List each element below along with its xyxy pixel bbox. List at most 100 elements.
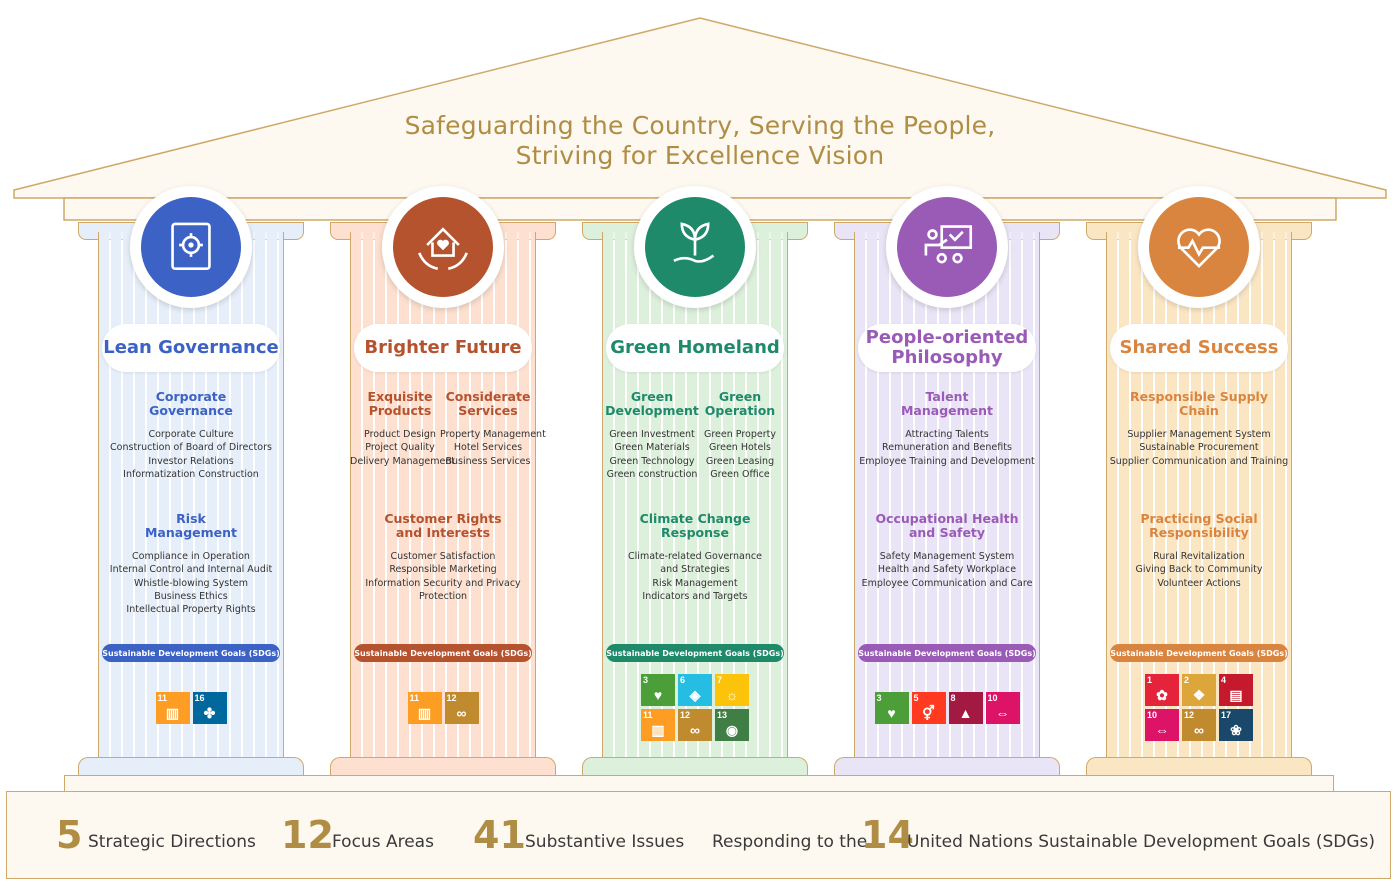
sdg-6-icon: ◈: [689, 687, 701, 703]
sdg-label: United Nations Sustainable Development G…: [907, 832, 1376, 852]
issue-item: Project Quality: [365, 442, 435, 454]
sdg-11-icon: ▥: [651, 722, 665, 738]
sdg-tile-4: 4▤: [1219, 674, 1253, 706]
pillar-title: Shared Success: [1110, 324, 1288, 372]
sdg-number: 11: [409, 693, 420, 703]
sdg-number: 8: [950, 693, 956, 703]
pillar-title-text: Lean Governance: [103, 337, 279, 358]
pillar-green-homeland: [602, 232, 788, 760]
sdg-tile-16: 16✤: [192, 692, 227, 724]
sdg-tile-8: 8▲: [948, 692, 983, 724]
pillar-icon-disc: [1149, 197, 1249, 297]
sdg-tile-2: 2❖: [1182, 674, 1216, 706]
sdg-tile-3: 3♥: [641, 674, 675, 706]
focus-area-heading: Corporate Governance: [149, 389, 233, 418]
sdg-number: 1: [1147, 675, 1153, 685]
governance-scroll-gear-icon: [162, 216, 220, 279]
sdg-17-icon: ❀: [1230, 722, 1242, 738]
pillar-title-text: Brighter Future: [364, 337, 522, 358]
focus-area-heading: Customer Rights and Interests: [384, 511, 502, 540]
issue-item: Green Technology: [609, 455, 695, 467]
issue-item: Employee Communication and Care: [861, 577, 1033, 589]
sdg-number: 12: [1184, 710, 1195, 720]
pillar-shaft: [1106, 232, 1292, 760]
pillar-people-oriented-philosophy: [854, 232, 1040, 760]
responding-label: Responding to the: [712, 832, 868, 852]
focus-area-heading: Talent Management: [900, 389, 993, 418]
pillar-icon-disc: [141, 197, 241, 297]
substantive-issues-count: 41: [473, 813, 526, 857]
pillar-icon-disc: [897, 197, 997, 297]
pillar-shaft: [854, 232, 1040, 760]
pillar-icon-circle: [886, 186, 1008, 308]
issue-item: Indicators and Targets: [642, 590, 748, 602]
issue-item: Sustainable Procurement: [1139, 442, 1259, 454]
sdg-label-badge: Sustainable Development Goals (SDGs): [858, 644, 1036, 662]
focus-area-heading: Green Development: [605, 389, 699, 418]
focus-area-heading: Occupational Health and Safety: [875, 511, 1019, 540]
focus-area-heading: Practicing Social Responsibility: [1140, 511, 1258, 540]
pillar-shaft: [602, 232, 788, 760]
issue-item: Green Materials: [614, 442, 690, 454]
sdg-tile-1: 1✿: [1145, 674, 1179, 706]
sdg-number: 10: [1147, 710, 1158, 720]
focus-area-heading: Exquisite Products: [367, 389, 433, 418]
temple-plinth: [64, 775, 1334, 791]
focus-area-heading: Green Operation: [704, 389, 776, 418]
sdg-16-icon: ✤: [203, 705, 216, 721]
issue-item: Whistle-blowing System: [133, 577, 249, 589]
sdg-11-icon: ▥: [417, 705, 432, 721]
pillar-shaft: [350, 232, 536, 760]
sdg-number: 4: [1221, 675, 1227, 685]
sdg-number: 17: [1221, 710, 1232, 720]
presenter-board-icon: [918, 216, 976, 279]
sdg-tile-11: 11▥: [155, 692, 190, 724]
plant-in-hand-icon: [666, 216, 724, 279]
sdg-number: 7: [717, 675, 723, 685]
pillar-icon-disc: [645, 197, 745, 297]
summary-footer: [6, 791, 1391, 879]
issue-item: Giving Back to Community: [1135, 564, 1263, 576]
issue-item: Supplier Communication and Training: [1109, 455, 1289, 467]
sdg-8-icon: ▲: [958, 705, 973, 721]
sdg-number: 12: [446, 693, 457, 703]
sdg-tile-17: 17 ❀: [1219, 709, 1253, 741]
sdg-12-icon: ∞: [456, 705, 467, 721]
issue-item: Risk Management: [652, 577, 738, 589]
issue-item: Internal Control and Internal Audit: [109, 564, 273, 576]
issue-item: Business Ethics: [154, 590, 228, 602]
heart-pulse-icon: [1170, 216, 1228, 279]
sdg-12-icon: ∞: [690, 722, 700, 738]
issue-item: Green Leasing: [705, 455, 775, 467]
issue-item: Hotel Services: [453, 442, 523, 454]
pillar-icon-circle: [1138, 186, 1260, 308]
sdg-label-badge: Sustainable Development Goals (SDGs): [1110, 644, 1288, 662]
issue-item: Product Design: [364, 429, 436, 440]
issue-item: and Strategies: [660, 564, 730, 576]
sdg-tile-10: 10⇔: [1145, 709, 1179, 741]
sdg-number: 11: [157, 693, 168, 703]
issue-item: Informatization Construction: [123, 468, 259, 480]
issue-item: Climate-related Governance: [628, 551, 762, 562]
sdg-number: 3: [643, 675, 649, 685]
pillar-base-green-homeland: [582, 757, 808, 777]
issue-item: Intellectual Property Rights: [126, 604, 256, 616]
issue-item: Corporate Culture: [148, 429, 234, 440]
pillar-lean-governance: [98, 232, 284, 760]
sdg-number: 11: [643, 710, 653, 720]
sdg-number: 5: [913, 693, 919, 703]
pillar-title-text: Shared Success: [1119, 337, 1279, 358]
issue-item: Delivery Management: [350, 455, 456, 467]
issue-item: Construction of Board of Directors: [110, 442, 272, 454]
sdg-2-icon: ❖: [1192, 687, 1206, 703]
issue-item: Green Property: [704, 429, 776, 440]
sdg-label-badge: Sustainable Development Goals (SDGs): [102, 644, 280, 662]
issue-item: Business Services: [445, 455, 531, 467]
sdg-label-badge: Sustainable Development Goals (SDGs): [606, 644, 784, 662]
pillar-title: Brighter Future: [354, 324, 532, 372]
pillar-title: Green Homeland: [606, 324, 784, 372]
pillar-shared-success: [1106, 232, 1292, 760]
issue-item: Attracting Talents: [905, 429, 989, 440]
sdg-10-icon: ⇔: [995, 705, 1010, 721]
pillar-title-text: People-oriented Philosophy: [865, 327, 1029, 368]
